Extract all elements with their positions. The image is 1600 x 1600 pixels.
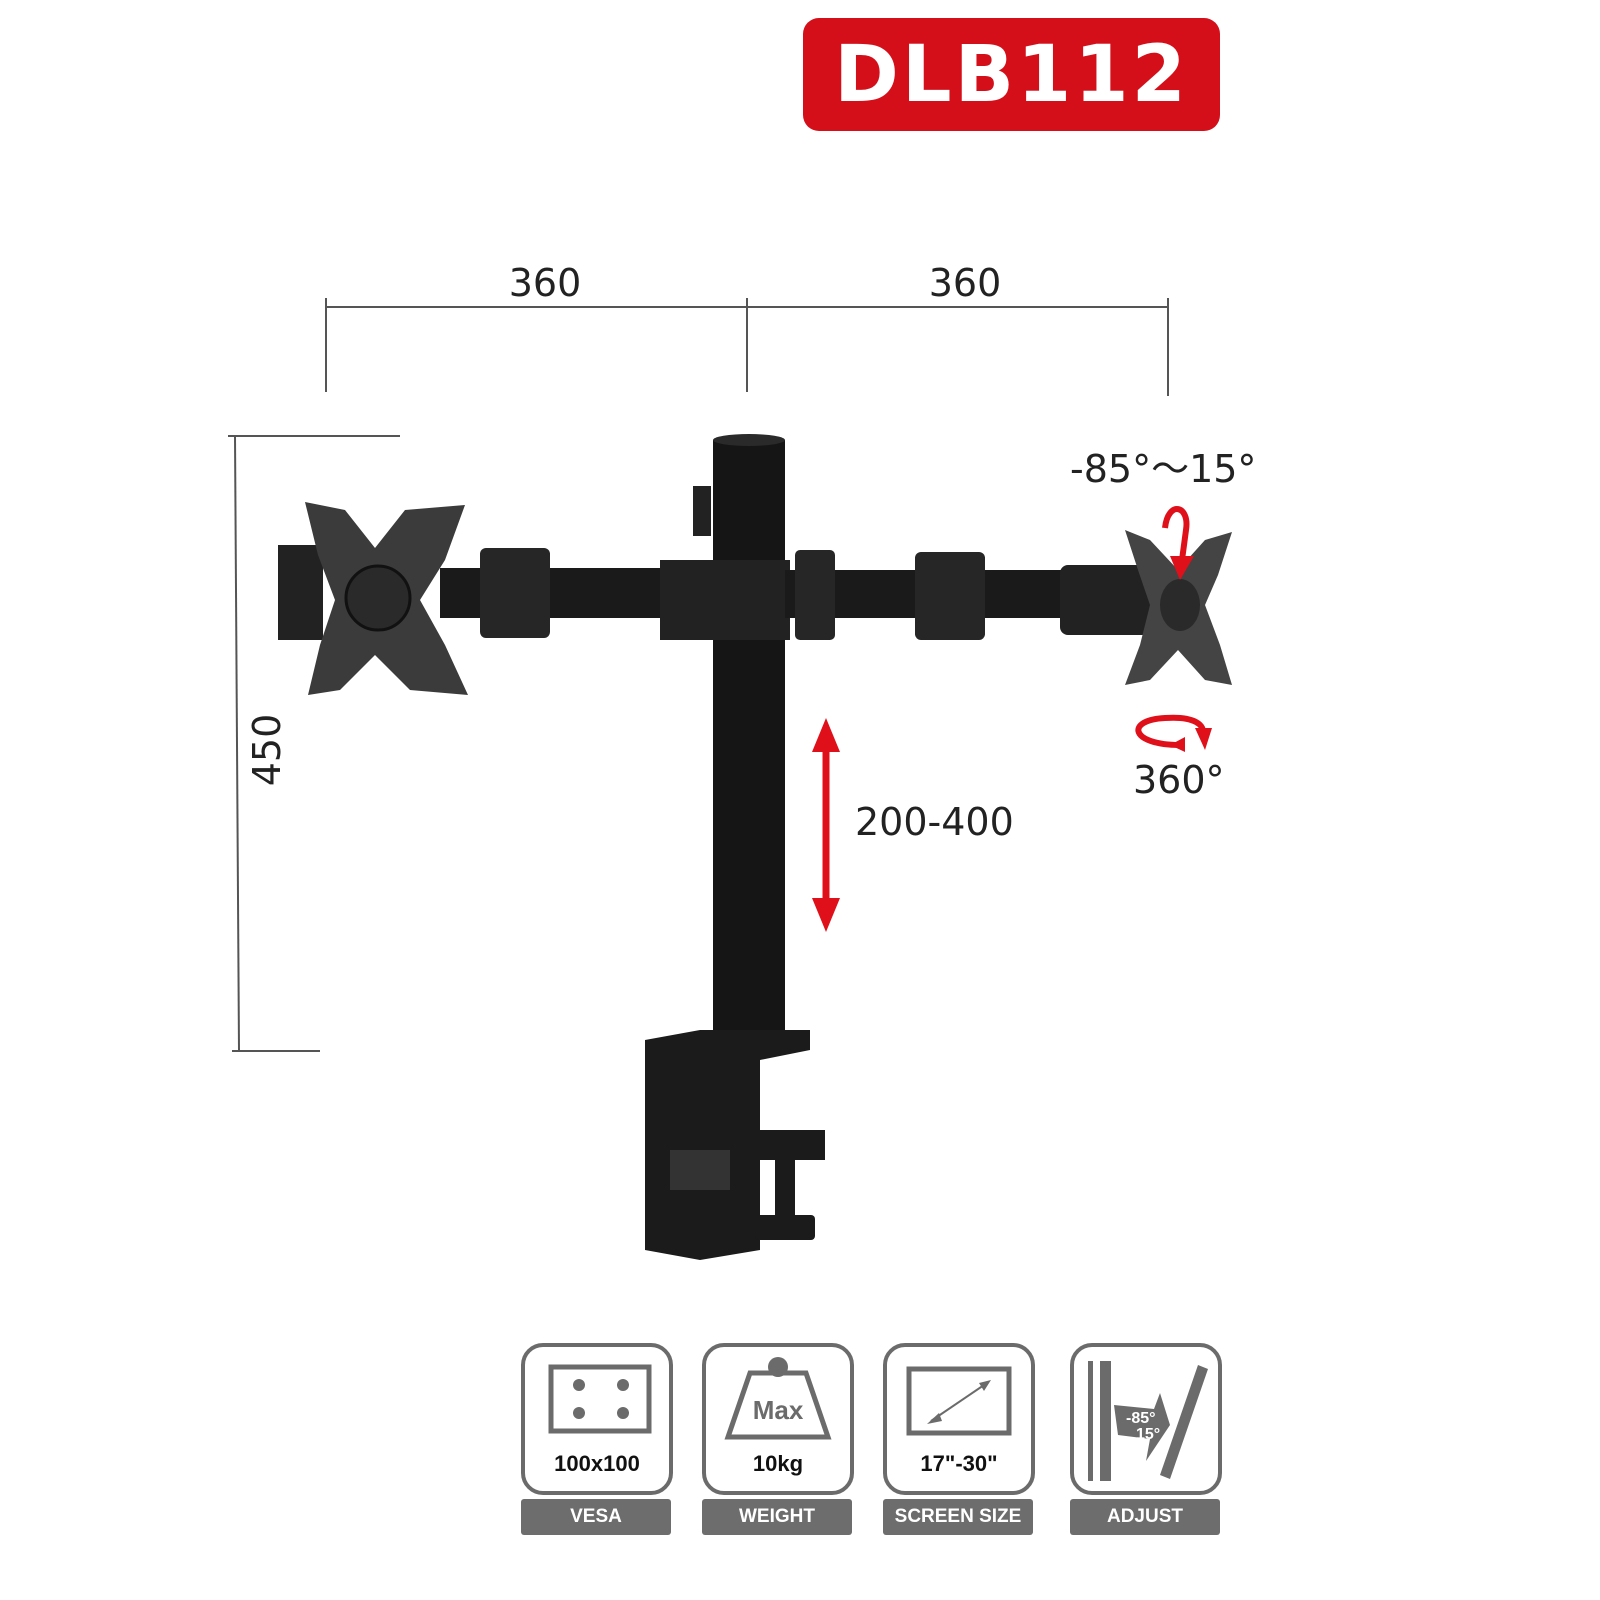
weight-icon-text: Max: [753, 1395, 804, 1425]
tilt-arrow-icon: [1162, 506, 1194, 580]
adjust-icon-text-1: -85°: [1126, 1410, 1156, 1427]
weight-label: WEIGHT: [702, 1499, 852, 1535]
vesa-pattern-icon: [548, 1364, 652, 1434]
weight-value: 10kg: [752, 1451, 804, 1476]
spec-vesa: 100x100 VESA: [521, 1343, 673, 1535]
spec-adjust: -85° 15° ADJUST: [1070, 1343, 1222, 1535]
right-vesa-plate: [1125, 530, 1232, 685]
weight-icon: Max: [724, 1357, 832, 1440]
screen-size-icon: [906, 1366, 1012, 1436]
rotate-arrow-icon: [1135, 714, 1212, 752]
screen-size-value: 17"-30": [920, 1451, 998, 1476]
arms: [440, 548, 1150, 640]
tilt-adjust-icon: -85° 15°: [1088, 1361, 1208, 1481]
width-dimension-lines: [325, 298, 1169, 396]
vesa-value: 100x100: [554, 1451, 640, 1476]
desk-clamp: [645, 1030, 825, 1260]
adjust-icon-text-2: 15°: [1136, 1426, 1160, 1443]
model-badge: DLB112: [803, 18, 1220, 131]
spec-screen-size: 17"-30" SCREEN SIZE: [883, 1343, 1035, 1535]
height-adjust-arrow: [812, 718, 840, 932]
pole: [693, 434, 785, 1040]
height-label: 450: [245, 714, 289, 787]
rotation-label: 360°: [1133, 758, 1225, 802]
screen-size-label: SCREEN SIZE: [883, 1499, 1033, 1535]
left-vesa-plate: [278, 502, 468, 695]
adjust-label: ADJUST: [1070, 1499, 1220, 1535]
right-arm-length-label: 360: [929, 261, 1002, 305]
height-dimension-lines: [228, 435, 400, 1052]
height-adjust-label: 200-400: [855, 800, 1014, 844]
spec-weight: Max 10kg WEIGHT: [702, 1343, 854, 1535]
tilt-range-label: -85°～15°: [1070, 447, 1256, 491]
vesa-label: VESA: [521, 1499, 671, 1535]
left-arm-length-label: 360: [509, 261, 582, 305]
